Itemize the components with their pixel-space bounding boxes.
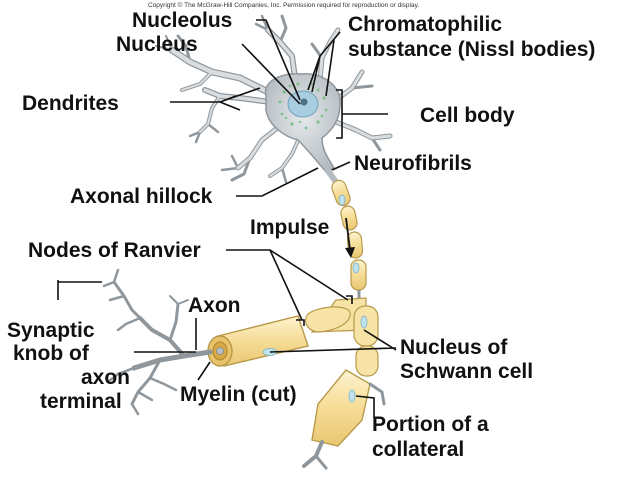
nissl-bodies [278,82,328,130]
label-chromatophilic-line2: substance (Nissl bodies) [348,38,595,61]
copyright-text: Copyright © The McGraw-Hill Companies, I… [148,1,419,9]
label-impulse: Impulse [250,216,329,239]
label-synaptic-line3: axon [81,366,130,389]
label-dendrites: Dendrites [22,92,119,115]
label-synaptic-line1: Synaptic [7,319,95,342]
nucleolus-dot [300,98,308,106]
label-myelin-cut: Myelin (cut) [180,383,297,406]
label-synaptic-line2: knob of [13,342,90,365]
label-collateral-line2: collateral [372,438,464,461]
schwann-nuclei [338,194,368,329]
label-nodes-of-ranvier: Nodes of Ranvier [28,239,201,262]
label-synaptic-line4: terminal [40,390,122,413]
label-cell-body: Cell body [420,104,515,127]
label-collateral-line1: Portion of a [372,413,489,436]
label-axonal-hillock: Axonal hillock [70,185,213,208]
impulse-arrow [345,217,355,258]
leader-lines [57,19,397,418]
collateral-branch [302,369,386,470]
cell-body-shape [264,72,341,173]
label-axon: Axon [188,294,241,317]
label-schwann-line1: Nucleus of [400,336,508,359]
myelin-cylinder [207,315,309,367]
label-nucleolus: Nucleolus [132,9,232,32]
dendrites-branches [155,14,393,184]
label-chromatophilic-line1: Chromatophilic [348,13,502,36]
label-nucleus: Nucleus [116,33,198,56]
label-neurofibrils: Neurofibrils [354,152,472,175]
labels: Nucleolus Nucleus Chromatophilic substan… [7,9,595,461]
label-schwann-line2: Schwann cell [400,360,533,383]
axon-terminal-branches [102,268,213,416]
